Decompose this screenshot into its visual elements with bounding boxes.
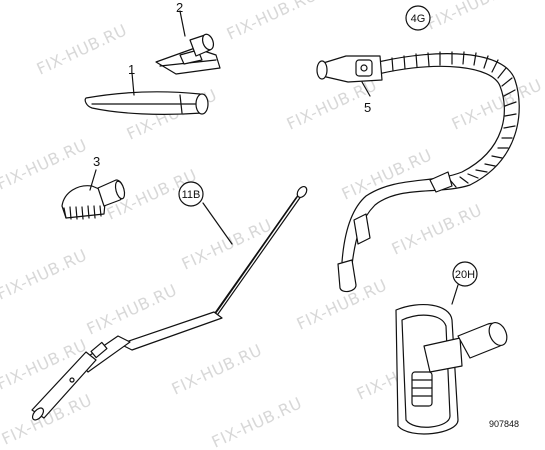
part-badge-20h: 20H xyxy=(452,261,478,287)
part-label-1: 1 xyxy=(128,62,135,77)
dusting-brush xyxy=(61,179,126,220)
part-label-4g: 4G xyxy=(411,13,426,25)
watermark-text: FIX-HUB.RU xyxy=(209,393,305,450)
watermark-text: FIX-HUB.RU xyxy=(34,20,130,78)
leader-line xyxy=(131,72,135,96)
part-label-5: 5 xyxy=(364,100,371,115)
watermark-text: FIX-HUB.RU xyxy=(0,245,90,303)
extension-tube xyxy=(31,185,308,421)
leader-line xyxy=(451,284,459,305)
leader-line xyxy=(361,81,371,97)
watermark-text: FIX-HUB.RU xyxy=(0,135,90,193)
watermark-text: FIX-HUB.RU xyxy=(179,215,275,273)
crevice-nozzle xyxy=(84,91,209,115)
drawing-code: 907848 xyxy=(489,419,519,429)
watermark-text: FIX-HUB.RU xyxy=(449,75,545,133)
watermark-text: FIX-HUB.RU xyxy=(424,0,520,34)
part-badge-4g: 4G xyxy=(405,5,431,31)
watermark-text: FIX-HUB.RU xyxy=(339,145,435,203)
upholstery-nozzle xyxy=(155,33,221,75)
floor-nozzle xyxy=(395,303,508,435)
suction-hose xyxy=(316,51,520,293)
part-label-20h: 20H xyxy=(455,269,475,281)
part-badge-11b: 11B xyxy=(178,181,204,207)
watermark-text: FIX-HUB.RU xyxy=(389,200,485,258)
part-label-11b: 11B xyxy=(182,189,201,201)
watermark-text: FIX-HUB.RU xyxy=(169,340,265,398)
leader-line xyxy=(179,10,186,37)
leader-line xyxy=(89,169,97,191)
leader-line xyxy=(202,202,233,245)
part-label-2: 2 xyxy=(176,0,183,15)
watermark-text: FIX-HUB.RU xyxy=(224,0,320,44)
part-label-3: 3 xyxy=(93,154,100,169)
